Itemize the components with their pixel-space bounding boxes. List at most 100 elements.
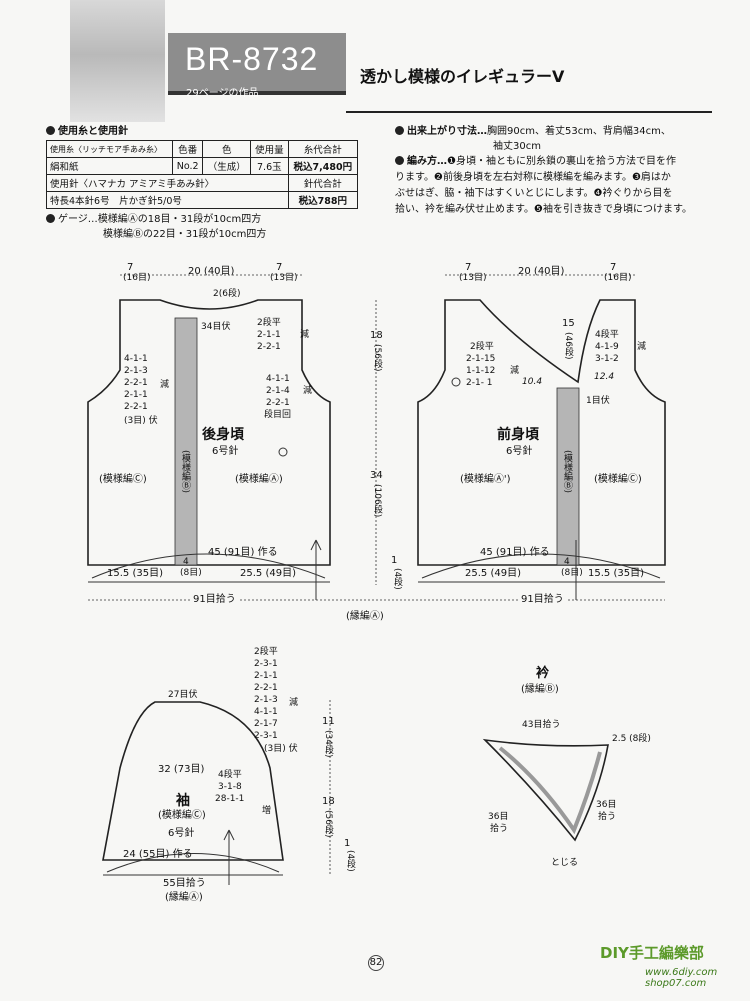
sleeve-cap-dec: 2-1-7 xyxy=(254,719,278,729)
front-center-dan: (46段) xyxy=(563,332,573,360)
back-dim-left: 7 xyxy=(127,262,134,273)
back-shoulder-dec: 2段平 xyxy=(257,318,281,328)
back-arm-dec: 2-2-1 xyxy=(124,378,148,388)
collar-side-pickup-2: 拾う xyxy=(598,812,617,822)
front-center-depth: 15 xyxy=(562,318,575,329)
back-pattern-b-column xyxy=(174,317,198,566)
back-arm-dec: 2-1-3 xyxy=(124,366,148,376)
back-pattern-a: (模様編Ⓐ) xyxy=(235,474,283,485)
front-dim-left: 7 xyxy=(465,262,472,273)
method-line-2: ります。❷前後身頃を左右対称に模様編を編みます。❸肩はか xyxy=(395,172,671,183)
watermark-url: www.6diy.com shop07.com xyxy=(645,967,718,989)
front-dim-right-st: (16目) xyxy=(604,273,632,283)
front-body-outline xyxy=(417,299,666,566)
table-cell: 税込788円 xyxy=(287,191,359,209)
front-pickup: 91目拾う xyxy=(518,594,567,606)
finished-size-2: 袖丈30cm xyxy=(493,141,541,152)
model-photo xyxy=(70,0,165,122)
method-line-3: ぶせはぎ、脇・袖下はすくいとじにします。❹衿ぐりから目を xyxy=(395,188,673,199)
sleeve-cap-dec: 4-1-1 xyxy=(254,707,278,717)
back-arm-dec-r: 4-1-1 xyxy=(266,374,290,384)
back-neck-depth: 2(6段) xyxy=(213,289,241,299)
table-cell: 特長4本針6号 片かぎ針5/0号 xyxy=(46,191,289,209)
dim-34-dan: (106段) xyxy=(372,484,382,518)
front-pattern-a: (模様編Ⓐ') xyxy=(460,474,511,485)
dim-18: 18 xyxy=(370,330,383,341)
sleeve-cap-bindoff: 27目伏 xyxy=(168,690,198,700)
back-pickup: 91目拾う xyxy=(190,594,239,606)
page-reference: 29ページの作品 xyxy=(186,88,259,99)
watermark-logo: DIY手工編樂部 xyxy=(600,944,704,962)
front-dim-left-st: (13目) xyxy=(459,273,487,283)
collar-depth: 2.5 (8段) xyxy=(612,734,651,744)
method-line-1: 編み方…❶身頃・袖ともに別糸鎖の裏山を拾う方法で目を作 xyxy=(395,156,676,168)
bullet-icon xyxy=(395,126,404,135)
front-neck-dec: 2-1-15 xyxy=(466,354,496,364)
sleeve-dim-18-dan: (56段) xyxy=(323,810,333,838)
sleeve-needle: 6号針 xyxy=(168,828,195,839)
front-pattern-b: (模様編Ⓑ) xyxy=(562,450,572,494)
sleeve-cap-dec: 2-1-1 xyxy=(254,671,278,681)
yarn-table: 使用糸〈リッチモア手あみ糸〉 色番 色 使用量 糸代合計 絹和紙 No.2 （生… xyxy=(46,140,359,209)
front-hem-mid-st: (8目) xyxy=(561,568,583,578)
collar-outline xyxy=(482,738,609,842)
sleeve-inc: 4段平 xyxy=(218,770,242,780)
gauge-line-2: 模様編Ⓑの22目・31段が10cm四方 xyxy=(103,229,267,240)
dim-1: 1 xyxy=(391,555,398,566)
front-needle: 6号針 xyxy=(506,446,533,457)
back-dim-left-st: (16目) xyxy=(123,273,151,283)
sleeve-dim-11-dan: (34段) xyxy=(323,730,333,758)
sleeve-cap-dec: 2-2-1 xyxy=(254,683,278,693)
bullet-icon xyxy=(46,214,55,223)
pattern-title: 透かし模様のイレギュラーV xyxy=(360,67,565,86)
dim-18-dan: (56段) xyxy=(372,344,382,372)
sleeve-cap-dec: 2-3-1 xyxy=(254,731,278,741)
sleeve-dim-1: 1 xyxy=(344,838,351,849)
rib-label: (縁編Ⓐ) xyxy=(346,611,384,622)
sleeve-width: 32 (73目) xyxy=(158,764,205,775)
back-hem-right: 25.5 (49目) xyxy=(240,568,296,579)
sleeve-pickup: 55目拾う xyxy=(163,878,206,889)
front-num-b: 12.4 xyxy=(594,372,615,382)
back-arm-dec: 2-2-1 xyxy=(124,402,148,412)
front-num-a: 10.4 xyxy=(522,377,543,387)
pattern-code: BR-8732 xyxy=(185,41,319,77)
back-pattern-b: (模様編Ⓑ) xyxy=(180,450,190,494)
back-dim-right-st: (13目) xyxy=(270,273,298,283)
method-line-4: 拾い、衿を編み伏せ止めます。❺袖を引き抜きで身頃につけます。 xyxy=(395,204,692,215)
front-shoulder-dec: 4段平 xyxy=(595,330,619,340)
collar-left-pickup-2: 拾う xyxy=(490,824,509,834)
sleeve-cap-bindoff-3: (3目) 伏 xyxy=(264,744,298,754)
front-shoulder-dec-label: 減 xyxy=(637,342,647,352)
front-hem-mid: 4 xyxy=(564,557,570,567)
back-arm-bindoff: (3目) 伏 xyxy=(124,416,158,426)
back-hem-mid-st: (8目) xyxy=(180,568,202,578)
dim-1-dan: (4段) xyxy=(392,568,402,590)
sleeve-cast-on: 24 (55目) 作る xyxy=(123,849,193,860)
sleeve-inc: 3-1-8 xyxy=(218,782,242,792)
back-arm-dec: 4-1-1 xyxy=(124,354,148,364)
dim-34: 34 xyxy=(370,470,383,481)
bullet-icon xyxy=(46,126,55,135)
sleeve-pattern: (模様編Ⓒ) xyxy=(158,810,206,821)
front-shoulder-dec: 4-1-9 xyxy=(595,342,619,352)
front-shoulder-dec: 3-1-2 xyxy=(595,354,619,364)
back-arm-dec-label-r: 減 xyxy=(303,386,313,396)
front-neck-dec: 1-1-12 xyxy=(466,366,496,376)
back-shoulder-dec: 2-2-1 xyxy=(257,342,281,352)
back-shoulder-dec: 2-1-1 xyxy=(257,330,281,340)
bullet-icon xyxy=(395,156,404,165)
page-number: 82 xyxy=(368,955,384,971)
sleeve-dim-18: 18 xyxy=(322,796,335,807)
back-hem-left: 15.5 (35目) xyxy=(107,568,163,579)
sleeve-outline xyxy=(102,701,284,861)
sleeve-inc: 28-1-1 xyxy=(215,794,245,804)
back-body-outline xyxy=(87,299,331,566)
sleeve-inc-label: 増 xyxy=(262,806,272,816)
back-body-name: 後身頃 xyxy=(202,427,244,443)
front-neck-dec: 2段平 xyxy=(470,342,494,352)
back-arm-dec-r: 2-1-4 xyxy=(266,386,290,396)
collar-pattern: (縁編Ⓑ) xyxy=(521,684,559,695)
